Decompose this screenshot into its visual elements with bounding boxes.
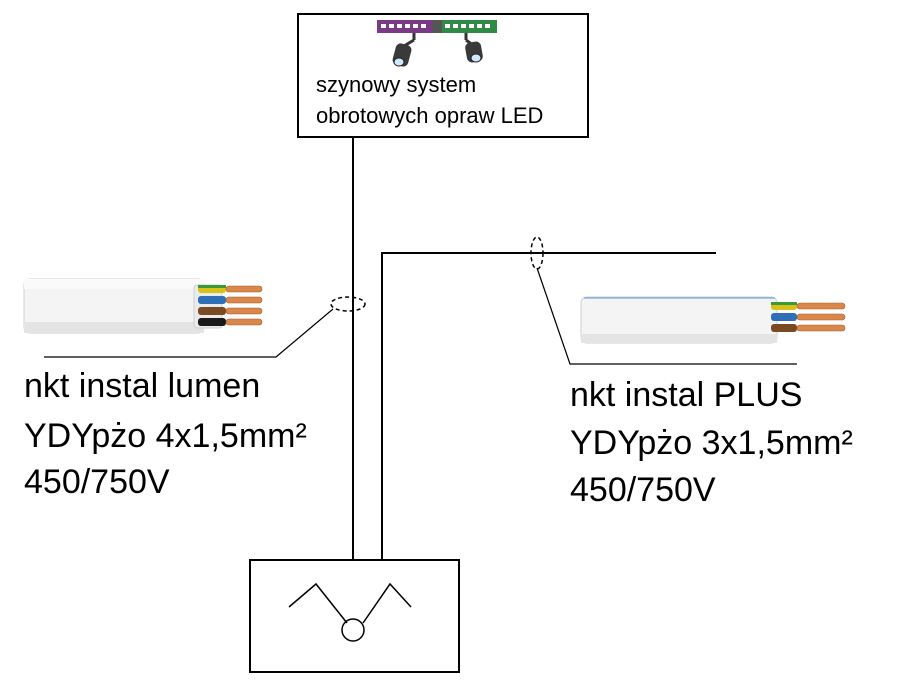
cable-left-copper-conductor bbox=[225, 285, 263, 293]
cable-right-core-stripe bbox=[771, 302, 797, 305]
cable-right-image bbox=[580, 296, 778, 344]
led-track-light-icon bbox=[377, 20, 497, 67]
cable-left-voltage: 450/750V bbox=[24, 463, 170, 501]
cable-right-copper-conductor bbox=[796, 302, 846, 310]
leader-line-left bbox=[44, 308, 334, 358]
cable-marker-right bbox=[530, 236, 544, 270]
cable-left-copper-conductor bbox=[225, 307, 263, 315]
cable-right-core-blue bbox=[771, 313, 797, 321]
cable-right-type: YDYpżo 3x1,5mm² bbox=[570, 424, 853, 462]
cable-right-core-brown bbox=[771, 324, 797, 332]
leader-line-right bbox=[536, 267, 797, 365]
fixture-label-line1: szynowy system bbox=[316, 72, 477, 97]
cable-right-brand: nkt instal PLUS bbox=[570, 376, 803, 414]
cable-left-brand: nkt instal lumen bbox=[24, 367, 261, 405]
cable-left-type: YDYpżo 4x1,5mm² bbox=[24, 417, 307, 455]
cable-left-core-stripe bbox=[198, 285, 226, 288]
cable-marker-left bbox=[330, 296, 366, 312]
cable-left-core-black bbox=[198, 318, 226, 326]
cable-left-image bbox=[23, 278, 223, 334]
cable-right-voltage: 450/750V bbox=[570, 471, 716, 509]
fixture-label-line2: obrotowych opraw LED bbox=[316, 103, 544, 128]
cable-left-core-brown bbox=[198, 307, 226, 315]
switch-symbol-icon bbox=[288, 582, 412, 642]
cable-left-copper-conductor bbox=[225, 318, 263, 326]
cable-right-copper-conductor bbox=[796, 313, 846, 321]
fixture-box bbox=[297, 13, 589, 138]
switch-box bbox=[249, 559, 460, 673]
cable-left-core-blue bbox=[198, 296, 226, 304]
cable-left-copper-conductor bbox=[225, 296, 263, 304]
cable-right-copper-conductor bbox=[796, 324, 846, 332]
